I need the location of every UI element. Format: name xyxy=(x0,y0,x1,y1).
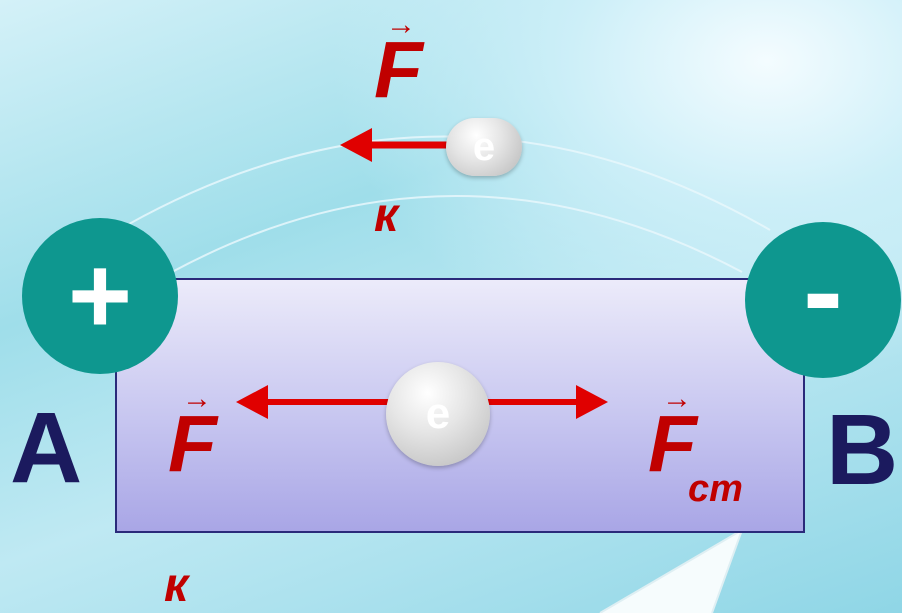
force-symbol: F xyxy=(648,399,697,488)
force-inside-left-subscript: к xyxy=(164,559,189,612)
force-inside-left: → F xyxy=(168,382,238,488)
negative-terminal: - xyxy=(745,222,901,378)
force-inside-right: → F ст xyxy=(648,382,778,522)
top-force-arrow xyxy=(340,128,448,162)
electron-middle: e xyxy=(386,362,490,466)
force-top-subscript: к xyxy=(374,189,399,242)
vector-arrow-icon: → xyxy=(182,382,212,415)
force-symbol: F xyxy=(168,399,217,488)
node-a-label: A xyxy=(10,392,83,504)
vector-arrow-icon: → xyxy=(386,8,416,41)
force-inside-right-subscript: ст xyxy=(688,468,743,510)
left-force-arrow xyxy=(236,385,392,419)
inner-arc xyxy=(171,195,743,273)
outer-arc xyxy=(107,135,771,237)
force-top: → F xyxy=(374,8,444,114)
electron-top: e xyxy=(446,118,522,176)
right-force-arrow xyxy=(486,385,608,419)
force-symbol: F xyxy=(374,25,423,114)
positive-terminal: + xyxy=(22,218,178,374)
vector-arrow-icon: → xyxy=(662,382,692,415)
node-b-label: B xyxy=(826,394,899,506)
